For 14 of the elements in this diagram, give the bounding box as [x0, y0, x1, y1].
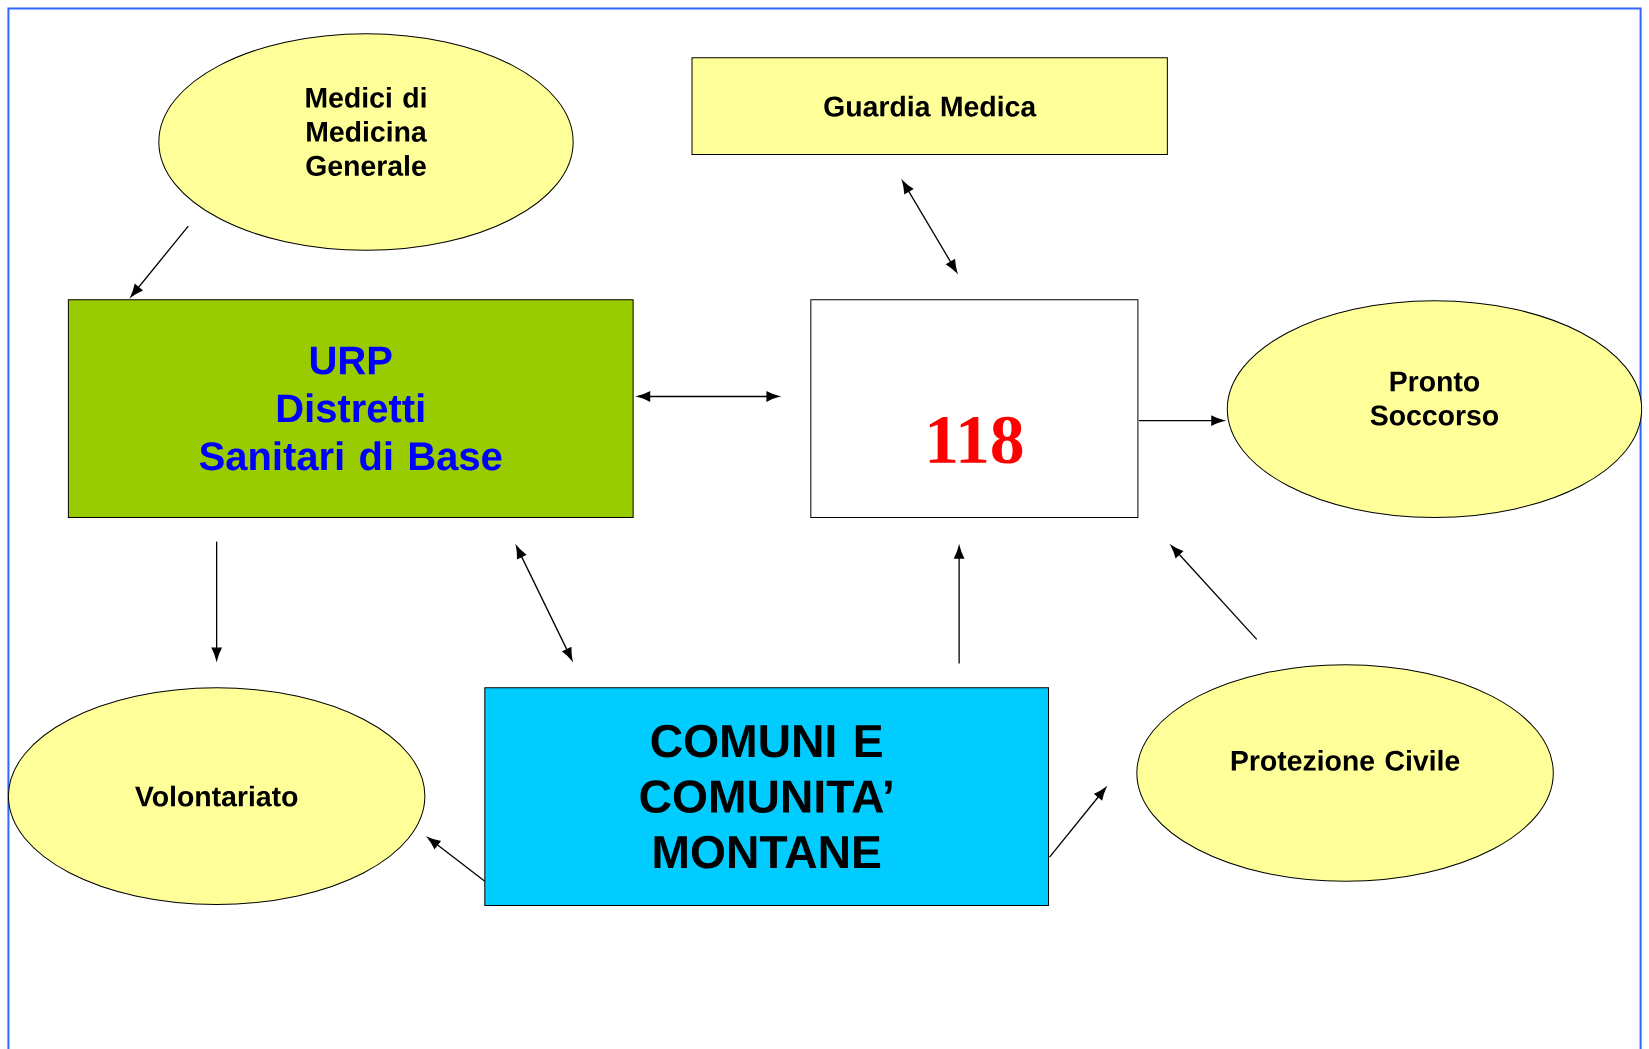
arrow: [1048, 787, 1107, 858]
arrow: [637, 391, 780, 402]
arrow: [1138, 415, 1225, 426]
arrow: [427, 837, 486, 882]
arrow: [130, 225, 189, 298]
arrow: [954, 545, 965, 665]
arrow: [515, 545, 573, 661]
arrow: [1170, 545, 1258, 641]
process-box: URP Distretti Sanitari di Base: [67, 299, 634, 518]
arrow: [211, 540, 222, 661]
process-box: COMUNI E COMUNITA’ MONTANE: [484, 687, 1049, 906]
process-box: 118: [810, 299, 1139, 518]
arrow: [902, 180, 958, 273]
process-box: Guardia Medica: [691, 57, 1168, 156]
